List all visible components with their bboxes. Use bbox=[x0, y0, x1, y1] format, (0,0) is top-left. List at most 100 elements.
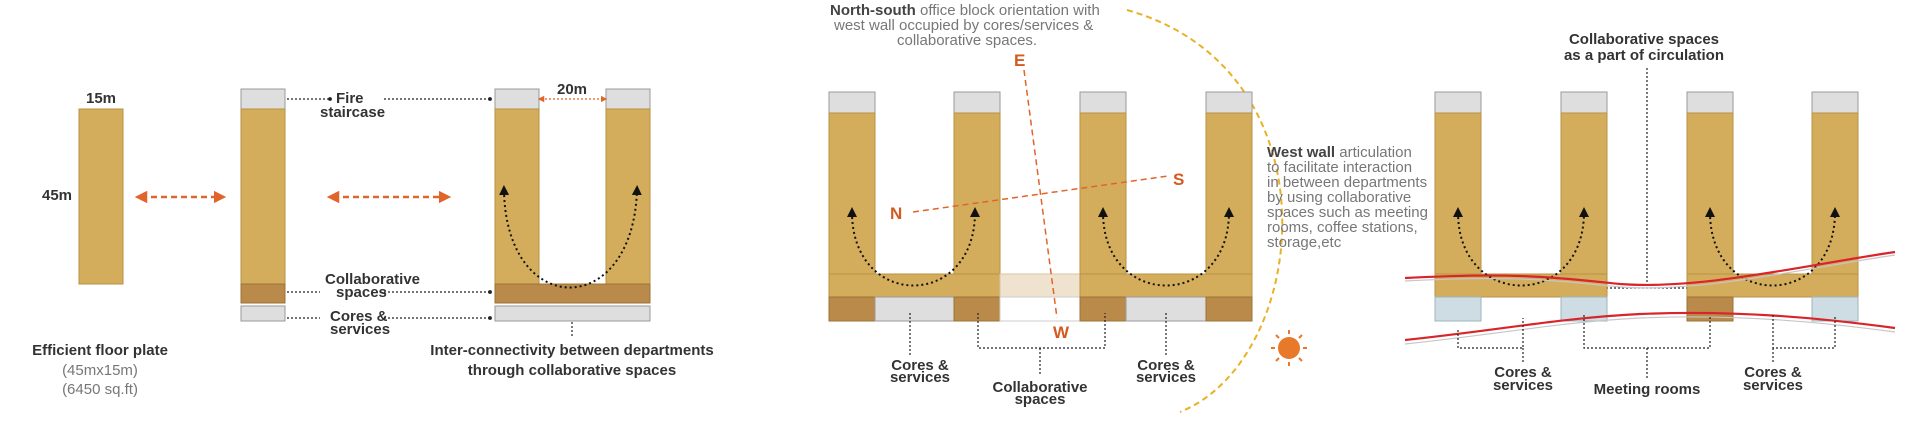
floor-plate-block bbox=[78, 108, 124, 285]
office-block bbox=[240, 108, 286, 285]
panel-floor-plate: 15m 45m Efficient floor plate (45mx15m) … bbox=[32, 90, 227, 398]
red-wave-top-shadow bbox=[1404, 254, 1896, 289]
u-right-wing bbox=[605, 108, 651, 285]
p5-top-1: Collaborative spaces bbox=[1569, 31, 1719, 48]
p5-cap-1 bbox=[1434, 91, 1482, 114]
west-wall-line-2: in between departments bbox=[1267, 174, 1427, 191]
u-collab-band bbox=[494, 283, 651, 304]
gap-label: 20m bbox=[557, 81, 587, 98]
height-label: 45m bbox=[42, 187, 72, 204]
p5-cap-4 bbox=[1811, 91, 1859, 114]
p5-leader-cores-right bbox=[1772, 315, 1836, 349]
p5-band-right bbox=[1686, 273, 1859, 298]
cores-cap bbox=[240, 305, 286, 322]
band-right bbox=[1079, 273, 1253, 298]
width-label: 15m bbox=[86, 90, 116, 107]
u-right-cap bbox=[605, 88, 651, 110]
p5-cap-3 bbox=[1686, 91, 1734, 114]
p4-collab-1: Collaborative bbox=[992, 379, 1087, 396]
compass-e: E bbox=[1014, 51, 1025, 70]
u-cores-cap bbox=[494, 305, 651, 322]
panel3-caption-2: through collaborative spaces bbox=[468, 362, 676, 379]
p5-wing-3 bbox=[1686, 112, 1734, 275]
p5-room-1 bbox=[1434, 296, 1482, 322]
fire-label-2: staircase bbox=[320, 104, 385, 121]
fire-staircase-cap bbox=[240, 88, 286, 110]
interconnect-arrow bbox=[499, 185, 642, 289]
fire-label-1: Fire bbox=[336, 90, 364, 107]
west-wall-text: West wall articulation to facilitate int… bbox=[1267, 144, 1428, 251]
collab-gap bbox=[999, 296, 1081, 322]
u-left-cap bbox=[494, 88, 540, 110]
p4-cores-left-1: Cores & bbox=[891, 357, 949, 374]
orientation-heading-bold: North-south bbox=[830, 2, 916, 19]
west-wall-line-6: storage,etc bbox=[1267, 234, 1342, 251]
wing-cap-4 bbox=[1205, 91, 1253, 114]
p4-cores-right-2: services bbox=[1136, 369, 1196, 386]
red-wave-top bbox=[1404, 250, 1896, 287]
collaborative-band bbox=[240, 283, 286, 304]
p5-circulation-right bbox=[1705, 207, 1840, 287]
cores-label-1: Cores & bbox=[330, 308, 388, 325]
compass-n: N bbox=[890, 204, 902, 223]
wing-cap-3 bbox=[1079, 91, 1127, 114]
p5-cores-right-2: services bbox=[1743, 377, 1803, 394]
core-2 bbox=[953, 296, 1001, 322]
panel-articulation: Collaborative spaces as a part of circul… bbox=[1404, 31, 1896, 398]
compass-s: S bbox=[1173, 170, 1184, 189]
wing-cap-1 bbox=[828, 91, 876, 114]
west-wall-rest: articulation bbox=[1335, 144, 1412, 161]
core-4 bbox=[1205, 296, 1253, 322]
panel1-title: Efficient floor plate bbox=[32, 342, 168, 359]
p5-cores-right-1: Cores & bbox=[1744, 364, 1802, 381]
p5-band-left bbox=[1434, 273, 1608, 298]
p4-cores-right-1: Cores & bbox=[1137, 357, 1195, 374]
p5-wing-2 bbox=[1560, 112, 1608, 275]
west-wall-line-3: by using collaborative bbox=[1267, 189, 1411, 206]
core-3 bbox=[1079, 296, 1127, 322]
red-wave-bottom-shadow bbox=[1404, 316, 1896, 345]
collab-label-2: spaces bbox=[336, 284, 387, 301]
panel1-sub2: (6450 sq.ft) bbox=[62, 381, 138, 398]
red-wave-bottom bbox=[1404, 311, 1896, 342]
leader-collab-bracket bbox=[977, 313, 1106, 349]
compass-w: W bbox=[1053, 323, 1070, 342]
panel-orientation: North-south office block orientation wit… bbox=[828, 2, 1307, 413]
orientation-heading-2: west wall occupied by cores/services & bbox=[833, 17, 1093, 34]
cores-label-2: services bbox=[330, 321, 390, 338]
core-1 bbox=[828, 296, 876, 322]
p5-cap-2 bbox=[1560, 91, 1608, 114]
services-1 bbox=[874, 296, 955, 322]
orientation-heading-1: North-south office block orientation wit… bbox=[830, 2, 1100, 19]
p5-wing-1 bbox=[1434, 112, 1482, 275]
west-wall-line-1: to facilitate interaction bbox=[1267, 159, 1412, 176]
west-wall-line-4: spaces such as meeting bbox=[1267, 204, 1428, 221]
panel-single-block: Fire staircase Collaborative spaces Core… bbox=[240, 88, 492, 338]
circulation-arrow-left bbox=[847, 207, 980, 287]
panel3-caption-1: Inter-connectivity between departments bbox=[430, 342, 713, 359]
west-wall-bold: West wall bbox=[1267, 144, 1335, 161]
band-link bbox=[999, 273, 1081, 298]
orientation-heading-rest: office block orientation with bbox=[916, 2, 1100, 19]
wing-cap-2 bbox=[953, 91, 1001, 114]
p4-collab-2: spaces bbox=[1015, 391, 1066, 408]
west-wall-line-5: rooms, coffee stations, bbox=[1267, 219, 1418, 236]
compass-ns-line bbox=[912, 175, 1169, 213]
wing-1 bbox=[828, 112, 876, 275]
compass-ew-line bbox=[1023, 69, 1058, 319]
collab-label-1: Collaborative bbox=[325, 271, 420, 288]
wing-2 bbox=[953, 112, 1001, 275]
orientation-heading-3: collaborative spaces. bbox=[897, 32, 1037, 49]
band-left bbox=[828, 273, 1001, 298]
p5-meeting: Meeting rooms bbox=[1594, 381, 1701, 398]
p4-cores-left-2: services bbox=[890, 369, 950, 386]
p5-cores-left-1: Cores & bbox=[1494, 364, 1552, 381]
sun-path bbox=[1126, 9, 1284, 413]
west-wall-line-0: West wall articulation bbox=[1267, 144, 1412, 161]
wing-3 bbox=[1079, 112, 1127, 275]
u-left-wing bbox=[494, 108, 540, 285]
panel1-sub1: (45mx15m) bbox=[62, 362, 138, 379]
p5-wing-4 bbox=[1811, 112, 1859, 275]
p5-leader-cores-left bbox=[1457, 318, 1524, 349]
